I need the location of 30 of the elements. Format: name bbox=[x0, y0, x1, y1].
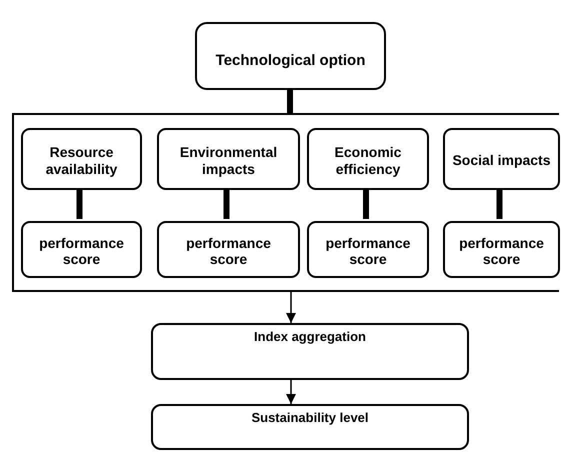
connector-line bbox=[224, 188, 230, 219]
node-label: Social impacts bbox=[452, 152, 551, 169]
group-panel bbox=[12, 113, 559, 292]
node-label: Index aggregation bbox=[254, 330, 366, 345]
arrow bbox=[286, 380, 296, 404]
node-label: performance score bbox=[324, 234, 412, 268]
process-box bbox=[307, 221, 429, 278]
process-box bbox=[157, 128, 300, 190]
process-box bbox=[151, 323, 469, 380]
node-label: performance score bbox=[38, 234, 125, 268]
node-label: performance score bbox=[458, 234, 545, 268]
process-box bbox=[443, 128, 560, 190]
connector-line bbox=[363, 188, 369, 219]
process-box bbox=[195, 22, 386, 90]
process-box bbox=[157, 221, 300, 278]
connector-line bbox=[76, 188, 82, 219]
connector-line bbox=[496, 188, 502, 219]
process-box bbox=[443, 221, 560, 278]
connector-line bbox=[287, 90, 293, 113]
node-label: Resource availability bbox=[44, 144, 118, 177]
process-box bbox=[21, 221, 142, 278]
process-box bbox=[151, 404, 469, 450]
process-box bbox=[307, 128, 429, 190]
node-label: Environmental impacts bbox=[178, 144, 278, 177]
node-label: Technological option bbox=[216, 52, 366, 70]
node-label: performance score bbox=[185, 234, 272, 268]
node-label: Sustainability level bbox=[251, 411, 369, 426]
arrow bbox=[286, 292, 296, 323]
process-box bbox=[21, 128, 142, 190]
node-label: Economic efficiency bbox=[334, 144, 402, 177]
